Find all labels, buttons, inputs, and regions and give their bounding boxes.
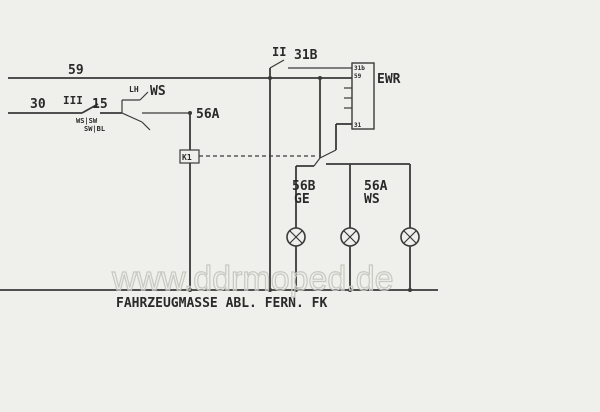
label-pin-59: 59	[354, 73, 362, 80]
ground-junction-4	[348, 288, 352, 292]
ground-junction-2	[268, 288, 272, 292]
switch-31b-blade	[269, 59, 285, 69]
switch-blade	[121, 112, 143, 123]
ewr-box	[351, 62, 375, 130]
label-ge: GE	[294, 192, 310, 207]
label-ewr: EWR	[377, 72, 401, 87]
label-line-59: 59	[68, 63, 84, 78]
label-roman-3: III	[63, 94, 83, 107]
switch-top-contact	[139, 91, 149, 101]
label-31b: 31B	[294, 48, 318, 63]
changeover-blade-right	[319, 149, 337, 159]
ignition-switch-contact	[81, 103, 99, 114]
label-ws-lamp: WS	[364, 192, 380, 207]
switch-lower-arm	[141, 121, 151, 131]
lamp-56a-icon	[340, 227, 360, 247]
label-ws-sw: WS|SW	[76, 117, 98, 126]
lamp-3-icon	[400, 227, 420, 247]
label-pin-31b: 31b	[354, 65, 365, 72]
label-15: 15	[92, 97, 108, 112]
ground-junction-3	[294, 288, 298, 292]
label-ws-switch: WS	[150, 84, 166, 99]
changeover-blade-left	[313, 157, 321, 167]
label-pin-31: 31	[354, 122, 362, 129]
label-lh: LH	[129, 85, 139, 94]
label-30: 30	[30, 97, 46, 112]
lamp-56b-icon	[286, 227, 306, 247]
label-56a-top: 56A	[196, 107, 220, 122]
label-roman-2: II	[272, 45, 286, 59]
label-sw-bl: SW|BL	[84, 125, 105, 134]
footer-label: FAHRZEUGMASSE ABL. FERN. FK	[116, 296, 327, 311]
ground-junction-1	[188, 288, 192, 292]
label-56b: 56B	[292, 179, 316, 194]
label-k1: K1	[182, 153, 192, 162]
watermark: www.ddrmoped.de	[111, 260, 394, 298]
label-56a-lamp: 56A	[364, 179, 388, 194]
ground-junction-5	[408, 288, 412, 292]
